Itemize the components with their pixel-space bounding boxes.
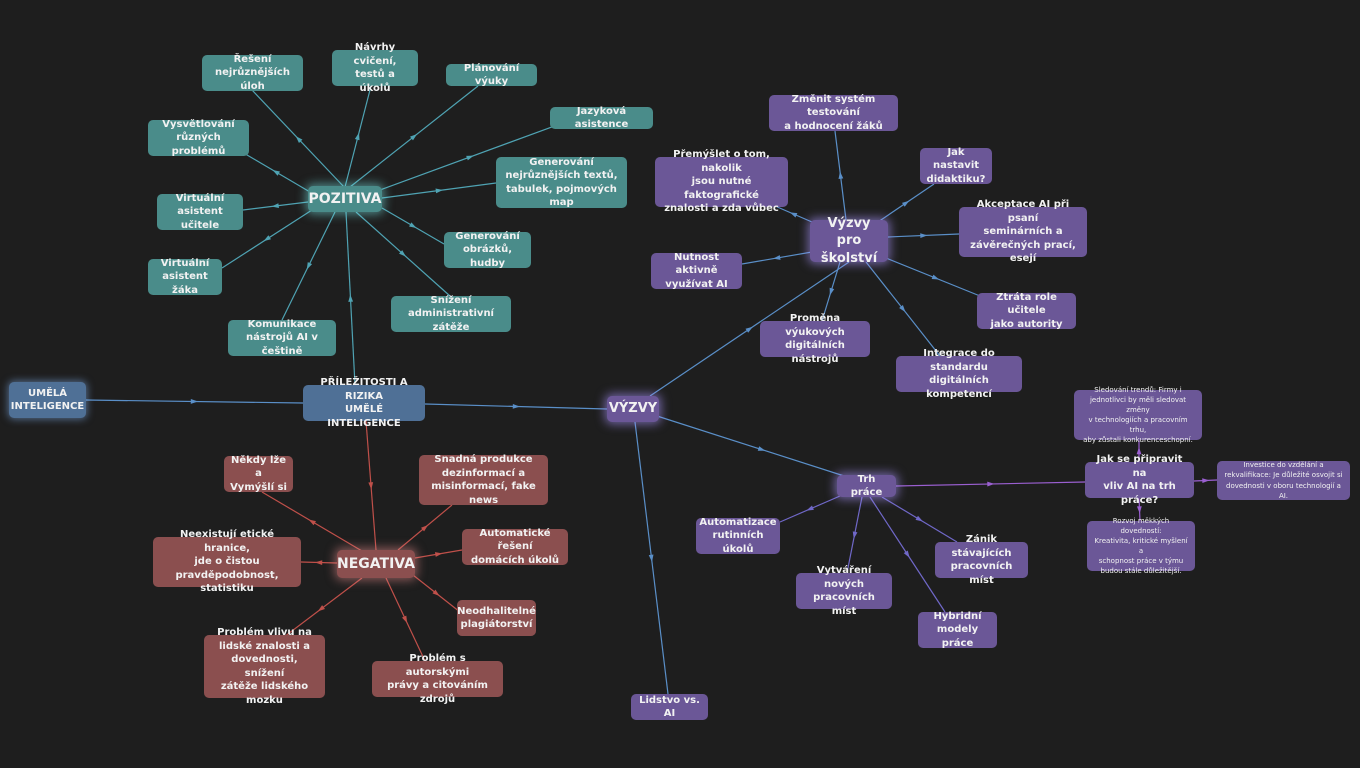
edge-trh-zanik-arrowhead [915, 515, 923, 522]
edge-poz-jazykova-arrowhead [466, 155, 474, 161]
node-automatizace[interactable]: Automatizace rutinních úkolů [696, 517, 780, 555]
node-vyzvy[interactable]: VÝZVY [607, 396, 659, 422]
edge-sk-promena-arrowhead [829, 287, 835, 296]
edge-sk-didaktika-arrowhead [902, 200, 910, 207]
node-ztrata-role[interactable]: Ztráta role učitele jako autority [977, 292, 1076, 330]
node-komunikace-cestina[interactable]: Komunikace nástrojů AI v češtině [228, 319, 336, 357]
edge-trh-vytvareni-arrowhead [852, 531, 858, 539]
edge-poz-virt-ucitel-arrowhead [271, 203, 279, 208]
node-hybridni-modely[interactable]: Hybridní modely práce [918, 611, 997, 649]
edge-trh-automatizace-arrowhead [806, 505, 814, 511]
edge-sk-ztrata-arrowhead [931, 274, 940, 280]
node-sledovani-trendu[interactable]: Sledování trendů: Firmy i jednotlivci by… [1074, 386, 1202, 444]
node-vysvetlovani[interactable]: Vysvětlování různých problémů [148, 119, 249, 157]
node-root-prilezitosti-a-rizika[interactable]: PŘÍLEŽITOSTI A RIZIKA UMĚLÉ INTELIGENCE [303, 377, 425, 429]
edge-root-vyzvy-arrowhead [512, 404, 520, 409]
node-autorske-pravo[interactable]: Problém s autorskými právy a citováním z… [372, 653, 503, 705]
node-umela-inteligence[interactable]: UMĚLÁ INTELIGENCE [9, 382, 86, 418]
edge-poz-vysvetlovani-arrowhead [272, 169, 280, 176]
edge-umela-root-arrowhead [190, 399, 198, 404]
edge-sk-akceptace-arrowhead [920, 233, 928, 239]
node-automaticke-reseni[interactable]: Automatické řešení domácích úkolů [462, 528, 568, 566]
node-navrhy-cviceni[interactable]: Návrhy cvičení, testů a úkolů [332, 42, 418, 94]
node-akceptace[interactable]: Akceptace AI při psaní seminárních a záv… [959, 199, 1087, 264]
node-virtualni-asistent-ucitele[interactable]: Virtuální asistent učitele [157, 193, 243, 231]
node-premyslet[interactable]: Přemýšlet o tom, nakolik jsou nutné fakt… [655, 149, 788, 214]
node-snizeni-administrativy[interactable]: Snížení administrativní zátěže [391, 295, 511, 333]
edge-poz-snizeni-arrowhead [399, 250, 406, 257]
node-generovani-obrazku[interactable]: Generování obrázků, hudby [444, 231, 531, 269]
node-promena-nastroju[interactable]: Proměna výukových digitálních nástrojů [760, 313, 870, 365]
node-integrace-standardu[interactable]: Integrace do standardu digitálních kompe… [896, 348, 1022, 400]
edge-jak-rozvoj-arrowhead [1136, 506, 1142, 514]
node-nekdy-lze[interactable]: Někdy lže a Vymýšlí si [224, 455, 293, 493]
edge-neg-autorske-arrowhead [401, 615, 408, 624]
node-zanik-mist[interactable]: Zánik stávajících pracovních míst [935, 534, 1028, 586]
edge-neg-snadna-arrowhead [421, 524, 429, 532]
node-snadna-produkce[interactable]: Snadná produkce dezinformací a misinform… [419, 454, 548, 506]
edge-vyzvy-lidstvo-arrowhead [648, 554, 654, 562]
edge-sk-integrace-arrowhead [899, 305, 906, 313]
node-investice-vzdelani[interactable]: Investice do vzdělání a rekvalifikace: J… [1217, 461, 1350, 500]
node-generovani-textu[interactable]: Generování nejrůznějších textů, tabulek,… [496, 157, 627, 208]
node-jak-se-pripravit[interactable]: Jak se připravit na vliv AI na trh práce… [1085, 454, 1194, 506]
node-planovani-vyuky[interactable]: Plánování výuky [446, 63, 537, 87]
edge-sk-nutnost-arrowhead [773, 255, 781, 260]
node-lidstvo-vs-ai[interactable]: Lidstvo vs. AI [631, 694, 708, 720]
edge-poz-obrazky-arrowhead [409, 222, 417, 229]
edge-poz-virt-zak-arrowhead [263, 235, 271, 242]
edge-neg-lze-arrowhead [308, 519, 316, 526]
edge-poz-komunikace-arrowhead [306, 262, 313, 270]
node-jazykova-asistence[interactable]: Jazyková asistence [550, 106, 653, 130]
node-nutnost-vyuzivat[interactable]: Nutnost aktivně využívat AI [651, 252, 742, 290]
node-eticke-hranice[interactable]: Neexistují etické hranice, jde o čistou … [153, 529, 301, 594]
node-plagiatorstvi[interactable]: Neodhalitelné plagiátorství [457, 600, 536, 636]
edge-neg-vlivu-arrowhead [317, 605, 325, 612]
edge-jak-sledovani-arrowhead [1136, 447, 1142, 455]
edge-root-pozitiva-arrowhead [348, 294, 354, 302]
edge-neg-eticke-arrowhead [315, 560, 323, 565]
node-vyzvy-pro-skolstvi[interactable]: Výzvy pro školství [810, 216, 888, 266]
node-vytvareni-mist[interactable]: Vytváření nových pracovních míst [796, 565, 892, 617]
edge-poz-reseni-arrowhead [295, 136, 303, 143]
edge-poz-generovani-arrowhead [435, 188, 443, 194]
node-virtualni-asistent-zaka[interactable]: Virtuální asistent žáka [148, 258, 222, 296]
node-rozvoj-dovednosti[interactable]: Rozvoj měkkých dovedností: Kreativita, k… [1087, 517, 1195, 575]
node-negativa[interactable]: NEGATIVA [337, 550, 415, 578]
edge-jak-investice-arrowhead [1202, 478, 1210, 484]
edge-poz-navrhy-arrowhead [354, 132, 360, 141]
edge-vyzvy-trh-arrowhead [757, 446, 766, 451]
edge-root-negativa-arrowhead [368, 482, 374, 490]
node-reseni-uloh[interactable]: Řešení nejrůznějších úloh [202, 54, 303, 92]
node-problem-vlivu[interactable]: Problém vlivu na lidské znalosti a doved… [204, 627, 325, 706]
edge-neg-plagiatorstvi-arrowhead [432, 589, 440, 596]
edge-sk-premyslet-arrowhead [789, 212, 798, 218]
edge-poz-planovani-arrowhead [410, 134, 418, 141]
edge-neg-automaticke-arrowhead [434, 552, 443, 557]
node-pozitiva[interactable]: POZITIVA [308, 186, 382, 212]
node-didaktika[interactable]: Jak nastavit didaktiku? [920, 147, 992, 185]
edge-sk-zmenit-arrowhead [838, 171, 844, 179]
edge-group [84, 85, 1218, 695]
node-zmenit-system[interactable]: Změnit systém testování a hodnocení žáků [769, 94, 898, 132]
node-trh-prace[interactable]: Trh práce [837, 474, 896, 498]
edge-vyzvy-skolstvi-arrowhead [745, 326, 753, 333]
edge-trh-hybridni-arrowhead [903, 550, 910, 558]
edge-trh-jak-arrowhead [987, 481, 995, 487]
